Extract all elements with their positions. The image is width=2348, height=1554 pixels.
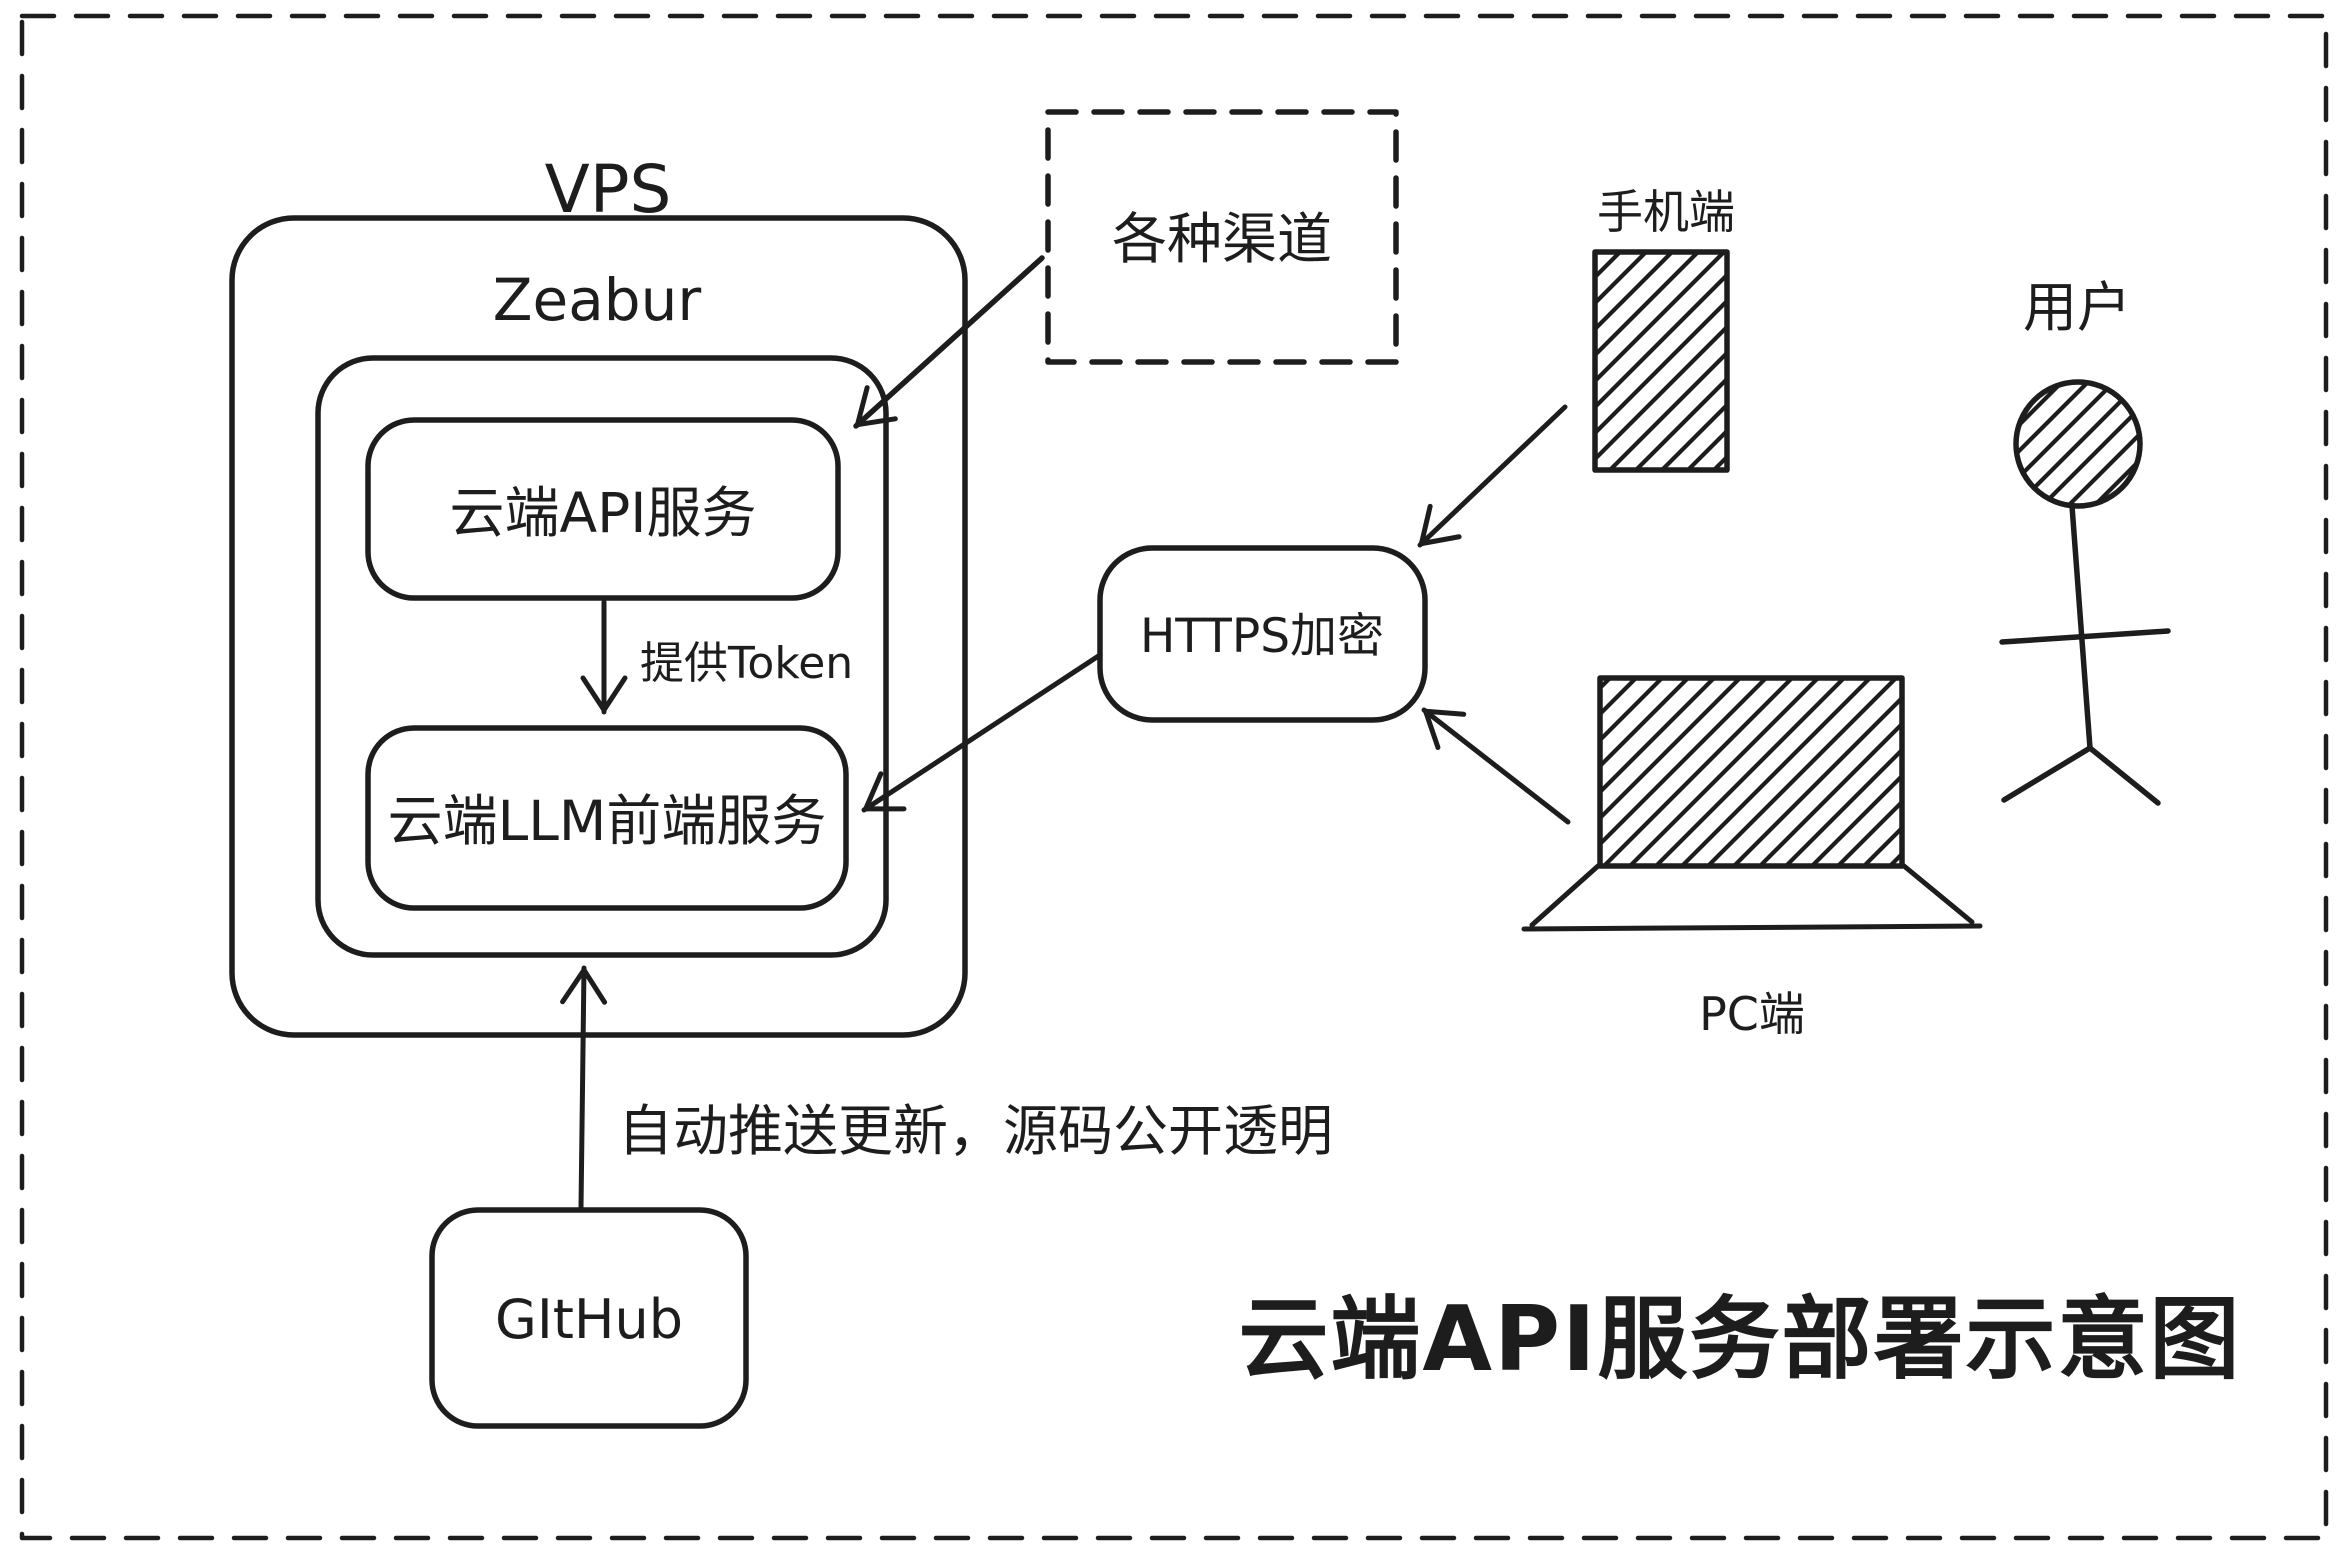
user-arms — [1999, 628, 2171, 645]
zeabur-label: Zeabur — [493, 266, 702, 334]
https-to-llm-arrow — [861, 652, 1103, 813]
diagram-title: 云端API服务部署示意图 — [1238, 1287, 2241, 1392]
user-leg-left — [2001, 745, 2093, 803]
user-icon — [1999, 379, 2171, 806]
vps-label: VPS — [545, 151, 672, 228]
api-service-label: 云端API服务 — [449, 481, 756, 545]
github-arrow — [560, 965, 608, 1211]
user-leg-right — [2087, 745, 2161, 806]
user-head — [2013, 379, 2143, 509]
phone-icon — [1592, 249, 1730, 473]
laptop-icon — [1521, 675, 1983, 932]
channels-label: 各种渠道 — [1112, 207, 1332, 271]
laptop-screen — [1597, 675, 1905, 869]
llm-service-label: 云端LLM前端服务 — [388, 789, 827, 853]
phone-label: 手机端 — [1597, 185, 1735, 239]
token-arrow-label: 提供Token — [640, 638, 853, 689]
github-label: GItHub — [495, 1288, 683, 1351]
user-label: 用户 — [2023, 276, 2131, 339]
https-label: HTTPS加密 — [1140, 609, 1384, 664]
channels-box — [1045, 109, 1399, 365]
phone-to-https-arrow — [1417, 404, 1568, 548]
pc-label: PC端 — [1699, 987, 1805, 1041]
github-box — [429, 1207, 749, 1429]
channels-arrow — [853, 255, 1045, 429]
page-border — [19, 13, 2329, 1541]
https-box — [1097, 545, 1428, 723]
push-update-label: 自动推送更新，源码公开透明 — [618, 1099, 1333, 1163]
api-service-box — [365, 417, 841, 601]
laptop-to-https-arrow — [1421, 707, 1571, 825]
user-body — [2069, 503, 2093, 751]
laptop-base — [1521, 863, 1983, 932]
llm-service-box — [365, 725, 849, 911]
